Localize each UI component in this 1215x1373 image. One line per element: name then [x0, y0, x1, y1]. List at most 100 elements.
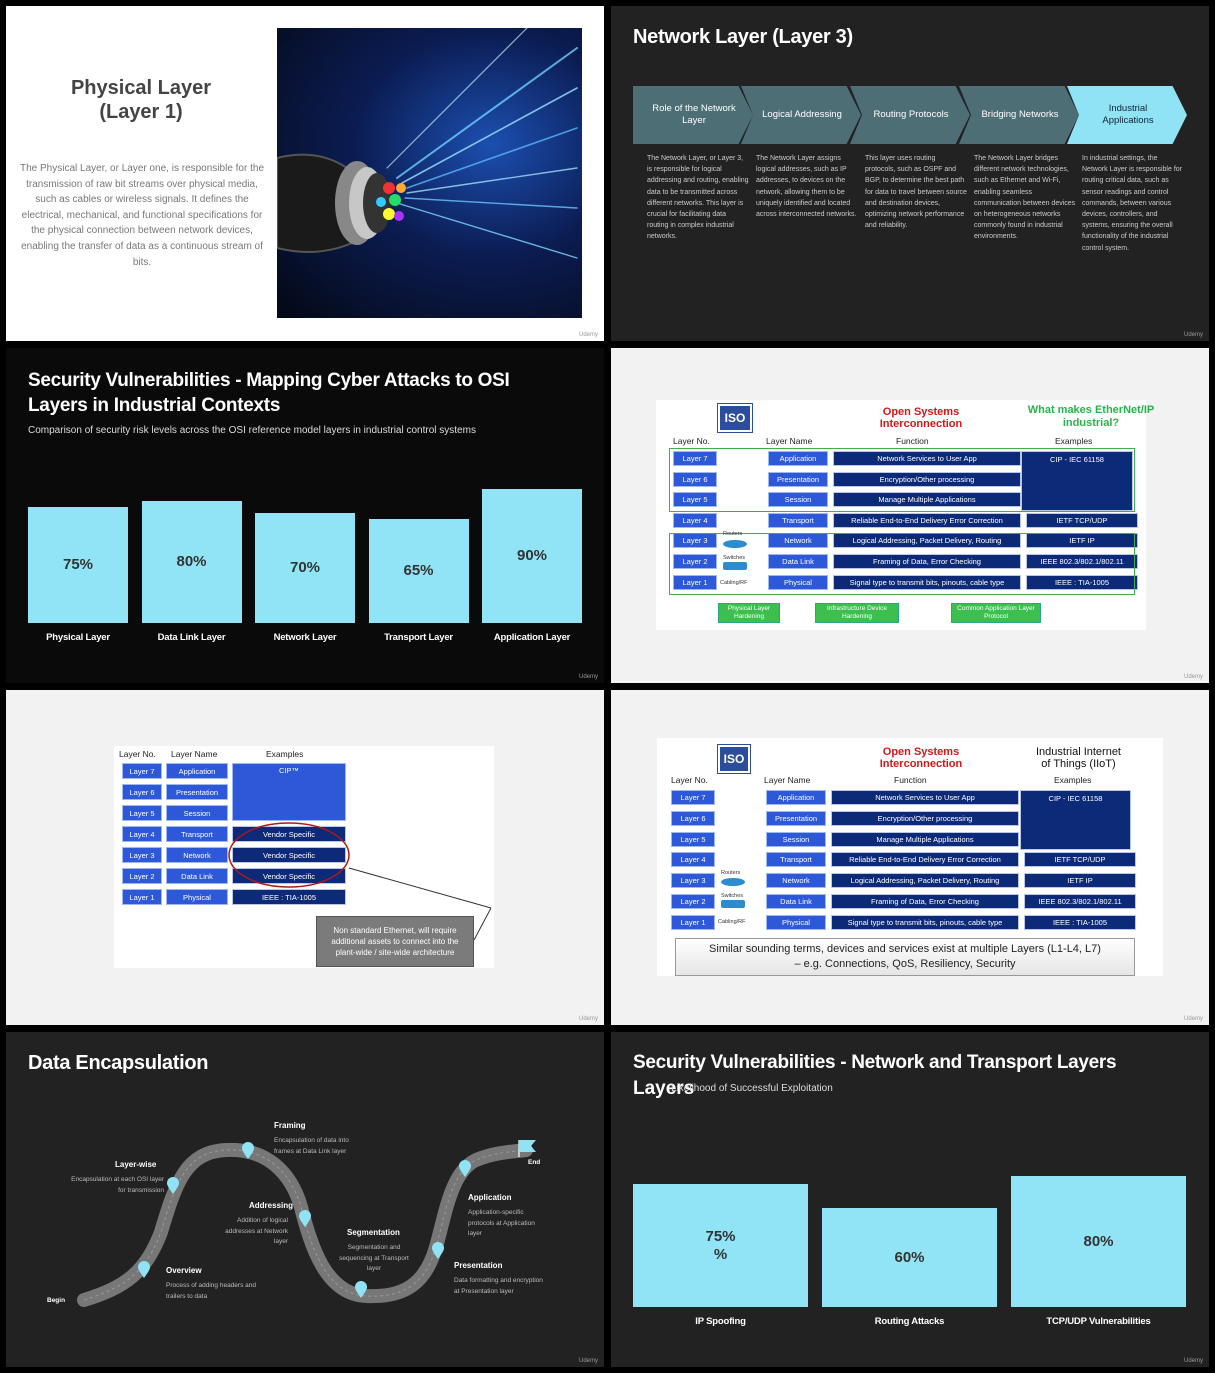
- function-cell: Signal type to transmit bits, pinouts, c…: [831, 914, 1019, 930]
- layer-no-cell: Layer 6: [671, 810, 715, 826]
- stage-segmentation-title: Segmentation: [347, 1228, 400, 1237]
- layer-no-cell: Layer 1: [673, 574, 717, 590]
- example-cell: IEEE : TIA-1005: [1024, 914, 1136, 930]
- slide-network-layer[interactable]: Network Layer (Layer 3) Role of the Netw…: [611, 6, 1209, 341]
- right-line1: Industrial Internet: [1036, 746, 1121, 758]
- green-frame-upper: [669, 448, 1135, 512]
- slide-subtitle: Comparison of security risk levels acros…: [28, 425, 476, 436]
- bar-category-label: Data Link Layer: [157, 632, 226, 643]
- header-layer-name: Layer Name: [764, 775, 811, 785]
- layer-no-cell: Layer 3: [671, 873, 715, 889]
- bar-value-label: 75%: [62, 556, 94, 573]
- chevron-step-1[interactable]: Role of the Network Layer: [633, 86, 753, 144]
- ethernetip-question: What makes EtherNet/IP industrial?: [1016, 404, 1166, 430]
- switch-icon: [723, 562, 747, 570]
- watermark: Udemy: [1183, 332, 1203, 338]
- callout-connector: [228, 822, 492, 941]
- watermark: Udemy: [1183, 1016, 1203, 1022]
- bar-value-label: 75% %: [705, 1227, 736, 1263]
- layer-name-cell: Application: [766, 790, 826, 805]
- bar-category-label: Transport Layer: [384, 632, 453, 643]
- layer-name-cell: Transport: [768, 512, 828, 528]
- layer-name-cell: Session: [768, 492, 828, 508]
- layer-name-cell: Network: [766, 873, 826, 889]
- layer-no-cell: Layer 5: [122, 805, 162, 821]
- slide-title: Physical Layer (Layer 1): [46, 76, 236, 124]
- pin-application-icon: [459, 1160, 471, 1177]
- chevron-step-5[interactable]: Industrial Applications: [1067, 86, 1187, 144]
- pin-overview-icon: [138, 1261, 150, 1278]
- callout-infrastructure-hardening: Infrastructure Device Hardening: [815, 603, 899, 623]
- layer-no-cell: Layer 2: [673, 554, 717, 569]
- bar-category-label: Network Layer: [273, 632, 337, 643]
- device-routers-label: Routers: [723, 531, 743, 537]
- stage-addressing-text: Addition of logical addresses at Network…: [225, 1217, 288, 1245]
- slide-security-osi[interactable]: Security Vulnerabilities - Mapping Cyber…: [6, 348, 604, 683]
- layer-name-cell: Data Link: [768, 554, 828, 569]
- function-cell: Reliable End-to-End Delivery Error Corre…: [831, 852, 1019, 868]
- layer-name-cell: Network: [166, 847, 228, 863]
- heading-line1: Open Systems: [882, 406, 960, 418]
- function-cell: Network Services to User App: [833, 451, 1021, 466]
- watermark: Udemy: [1183, 1358, 1203, 1364]
- slide-title: Security Vulnerabilities - Mapping Cyber…: [28, 370, 510, 416]
- layer-no-cell: Layer 7: [673, 451, 717, 466]
- chart-bar: 80%: [141, 501, 242, 623]
- step-5-text: In industrial settings, the Network Laye…: [1082, 155, 1182, 252]
- function-cell: Reliable End-to-End Delivery Error Corre…: [833, 512, 1021, 528]
- chart-bar: 60%: [822, 1208, 997, 1307]
- begin-label: Begin: [47, 1297, 66, 1304]
- callout-physical-hardening: Physical Layer Hardening: [718, 603, 780, 623]
- slide-security-network-transport[interactable]: Security Vulnerabilities - Network and T…: [611, 1032, 1209, 1367]
- bar-category-label: Application Layer: [493, 632, 571, 643]
- header-examples: Examples: [1054, 775, 1092, 785]
- bar-value-label: 80%: [176, 553, 207, 570]
- layer-name-cell: Presentation: [766, 810, 826, 826]
- example-upper: CIP - IEC 61158: [1021, 451, 1133, 511]
- slide-osi-iiot[interactable]: ISO Open Systems Interconnection Industr…: [611, 690, 1209, 1025]
- layer-name-cell: Physical: [766, 914, 826, 930]
- header-examples: Examples: [266, 749, 304, 759]
- stage-addressing-title: Addressing: [249, 1201, 294, 1210]
- chevron-step-3[interactable]: Routing Protocols: [850, 86, 970, 144]
- end-label: End: [528, 1159, 541, 1166]
- slide-physical-layer[interactable]: Physical Layer (Layer 1) The Physical La…: [6, 6, 604, 341]
- slide-description: The Physical Layer, or Layer one, is res…: [19, 163, 265, 268]
- step-3-text: This layer uses routing protocols, such …: [865, 155, 967, 230]
- heading-line2: Interconnection: [879, 418, 963, 430]
- layer-name-cell: Transport: [166, 826, 228, 842]
- device-cabling-label: Cabling/RF: [718, 919, 746, 925]
- pin-layerwise-icon: [167, 1177, 179, 1194]
- chevron-step-2[interactable]: Logical Addressing: [741, 86, 861, 144]
- pin-framing-icon: [242, 1142, 254, 1159]
- similar-terms-note: Similar sounding terms, devices and serv…: [675, 938, 1135, 976]
- bar-value-label: 70%: [289, 559, 321, 576]
- chevron-step-4[interactable]: Bridging Networks: [959, 86, 1079, 144]
- iiot-heading: Industrial Internet of Things (IIoT): [1021, 746, 1136, 770]
- stage-overview-text: Process of adding headers and trailers t…: [166, 1282, 256, 1300]
- bar-value-label: 60%: [894, 1248, 925, 1266]
- layer-no-cell: Layer 4: [673, 512, 717, 528]
- non-standard-ethernet-note: Non standard Ethernet, will require addi…: [316, 916, 474, 967]
- layer-name-cell: Data Link: [166, 868, 228, 884]
- example-cell: IEEE 802.3/802.1/802.11: [1026, 554, 1138, 569]
- note-line1: Similar sounding terms, devices and serv…: [709, 943, 1101, 955]
- chart-bar: 75%: [28, 507, 128, 623]
- stage-segmentation-text: Segmentation and sequencing at Transport…: [339, 1244, 409, 1272]
- pin-presentation-icon: [432, 1242, 444, 1259]
- header-layer-name: Layer Name: [766, 436, 813, 446]
- layer-name-cell: Physical: [166, 889, 228, 905]
- slide-data-encapsulation[interactable]: Data Encapsulation Begin End Overview Pr…: [6, 1032, 604, 1367]
- fiber-cable-illustration: [276, 27, 578, 259]
- watermark: Udemy: [578, 1016, 598, 1022]
- layer-no-cell: Layer 5: [671, 831, 715, 847]
- stage-application-text: Application-specific protocols at Applic…: [468, 1209, 535, 1237]
- layer-no-cell: Layer 1: [671, 914, 715, 930]
- function-cell: Encryption/Other processing: [833, 471, 1021, 487]
- slide-osi-ethernetip[interactable]: ISO Open Systems Interconnection What ma…: [611, 348, 1209, 683]
- layer-no-cell: Layer 6: [673, 471, 717, 487]
- layer-name-cell: Session: [166, 805, 228, 821]
- heading-line2: Interconnection: [879, 758, 963, 770]
- function-cell: Framing of Data, Error Checking: [833, 554, 1021, 569]
